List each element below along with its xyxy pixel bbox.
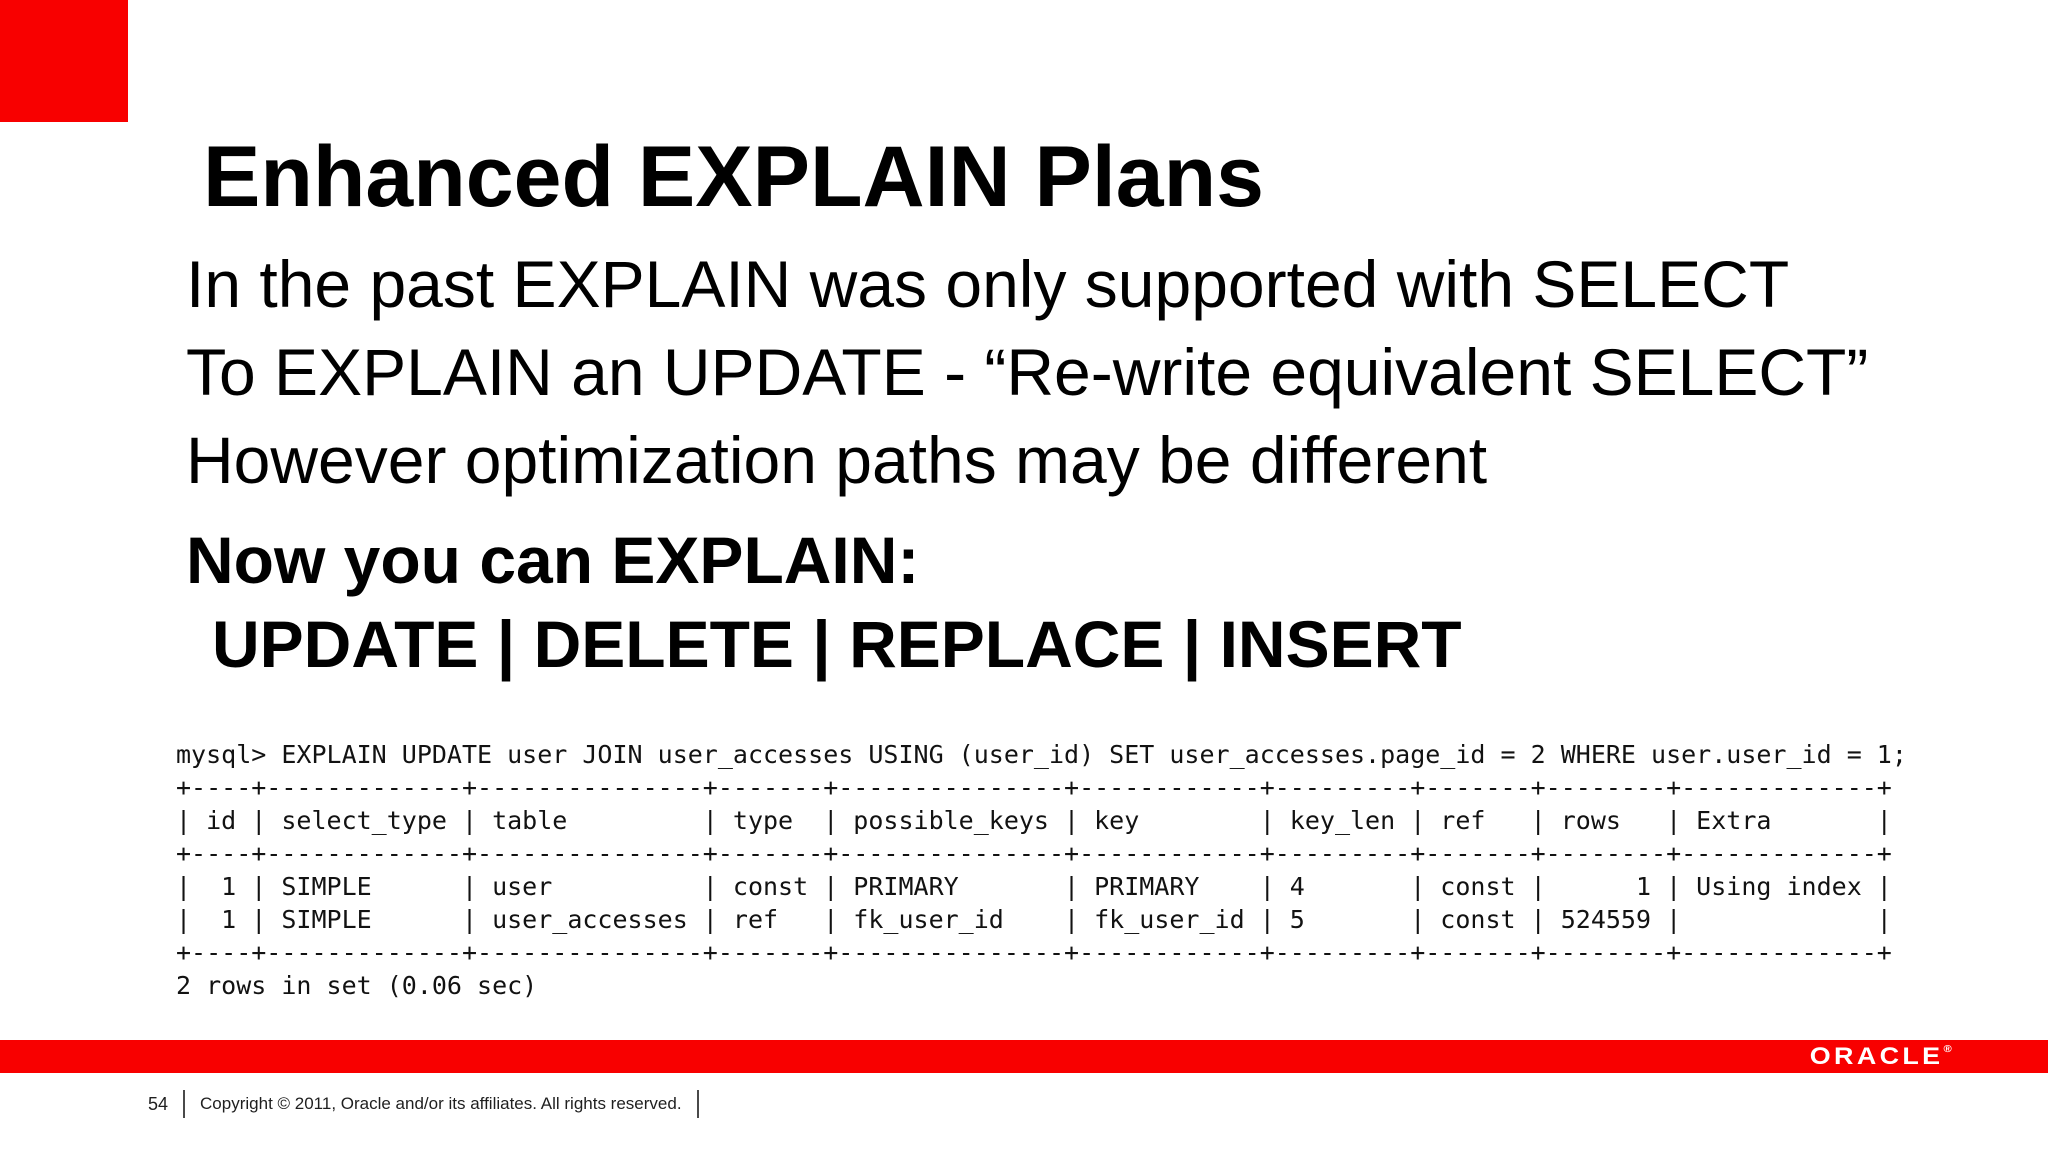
slide-title: Enhanced EXPLAIN Plans <box>203 128 1264 225</box>
copyright-text: Copyright © 2011, Oracle and/or its affi… <box>200 1094 682 1113</box>
registered-trademark-icon: ® <box>1943 1044 1952 1055</box>
body-line-3: However optimization paths may be differ… <box>186 423 1488 497</box>
footer-meta: 54 Copyright © 2011, Oracle and/or its a… <box>148 1088 714 1120</box>
emphasis-text-block: Now you can EXPLAIN: UPDATE | DELETE | R… <box>186 518 1462 686</box>
emphasis-line-2: UPDATE | DELETE | REPLACE | INSERT <box>212 607 1462 681</box>
brand-accent-square <box>0 0 128 122</box>
body-line-2: To EXPLAIN an UPDATE - “Re-write equival… <box>186 335 1869 409</box>
mysql-console-output: mysql> EXPLAIN UPDATE user JOIN user_acc… <box>176 740 1907 1000</box>
footer-divider <box>183 1090 186 1118</box>
footer-divider <box>696 1090 699 1118</box>
page-number: 54 <box>148 1093 169 1114</box>
footer-brand-bar: ORACLE® <box>0 1040 2048 1073</box>
emphasis-line-1: Now you can EXPLAIN: <box>186 523 920 597</box>
body-text-block: In the past EXPLAIN was only supported w… <box>186 240 1868 504</box>
oracle-logo-text: ORACLE <box>1810 1042 1944 1070</box>
body-line-1: In the past EXPLAIN was only supported w… <box>186 247 1790 321</box>
oracle-logo: ORACLE® <box>1810 1040 1952 1073</box>
